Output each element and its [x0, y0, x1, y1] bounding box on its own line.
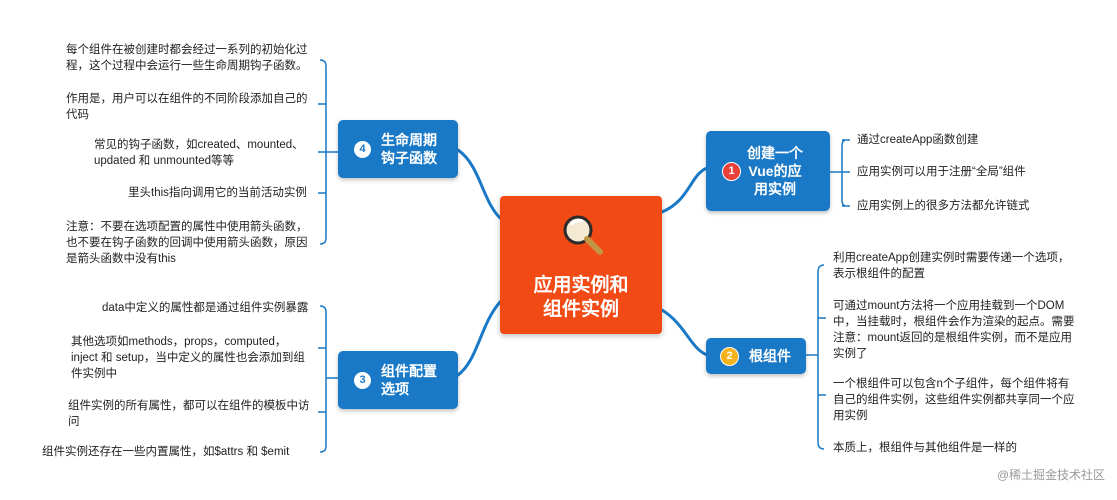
number-badge-4: 4	[354, 140, 371, 158]
leaf-b3-1[interactable]: data中定义的属性都是通过组件实例暴露	[102, 302, 309, 314]
leaf-b3-3[interactable]: 组件实例的所有属性，都可以在组件的模板中访 问	[68, 400, 310, 428]
branch-create-app-label: 创建一个 Vue的应 用实例	[747, 145, 803, 197]
magnifier-icon	[563, 215, 603, 255]
branch-component-options[interactable]: 3 组件配置 选项	[338, 351, 458, 409]
leaf-b4-3[interactable]: 常见的钩子函数，如created、mounted、 updated 和 unmo…	[94, 139, 304, 167]
leaf-b3-2[interactable]: 其他选项如methods，props，computed， inject 和 se…	[71, 336, 305, 380]
branch-root-component-label: 根组件	[749, 348, 791, 364]
leaf-b2-4[interactable]: 本质上，根组件与其他组件是一样的	[833, 442, 1017, 454]
leaf-b2-1[interactable]: 利用createApp创建实例时需要传递一个选项， 表示根组件的配置	[833, 252, 1070, 280]
connector-center-b3	[456, 300, 502, 377]
connector-center-b4	[456, 148, 502, 220]
leaf-b4-4[interactable]: 里头this指向调用它的当前活动实例	[128, 187, 307, 199]
leaf-b1-3[interactable]: 应用实例上的很多方法都允许链式	[857, 200, 1030, 212]
connector-center-b2	[660, 308, 709, 357]
bracket-b4	[318, 59, 338, 245]
leaf-b4-5[interactable]: 注意：不要在选项配置的属性中使用箭头函数， 也不要在钩子函数的回调中使用箭头函数…	[66, 221, 308, 265]
bracket-b1	[830, 139, 850, 207]
connector-center-b1	[660, 166, 709, 214]
branch-lifecycle-hooks[interactable]: 4 生命周期 钩子函数	[338, 120, 458, 178]
bracket-b3	[318, 305, 338, 453]
central-topic[interactable]: 应用实例和 组件实例	[500, 196, 662, 334]
leaf-b4-1[interactable]: 每个组件在被创建时都会经过一系列的初始化过 程，这个过程中会运行一些生命周期钩子…	[66, 44, 308, 72]
bracket-b2	[806, 264, 826, 450]
number-badge-1: 1	[722, 161, 741, 181]
branch-component-options-label: 组件配置 选项	[381, 363, 437, 397]
branch-lifecycle-hooks-label: 生命周期 钩子函数	[381, 132, 437, 166]
branch-create-app[interactable]: 1 创建一个 Vue的应 用实例	[706, 131, 830, 211]
watermark: @稀土掘金技术社区	[996, 468, 1105, 482]
number-badge-3: 3	[354, 371, 371, 389]
leaf-b1-1[interactable]: 通过createApp函数创建	[857, 134, 979, 146]
leaf-b3-4[interactable]: 组件实例还存在一些内置属性，如$attrs 和 $emit	[42, 446, 290, 458]
central-title: 应用实例和 组件实例	[533, 275, 629, 320]
leaf-b4-2[interactable]: 作用是，用户可以在组件的不同阶段添加自己的 代码	[66, 93, 308, 121]
leaf-b2-3[interactable]: 一个根组件可以包含n个子组件，每个组件将有 自己的组件实例，这些组件实例都共享同…	[833, 378, 1075, 422]
number-badge-2: 2	[720, 346, 739, 366]
leaf-b2-2[interactable]: 可通过mount方法将一个应用挂载到一个DOM 中，当挂载时，根组件会作为渲染的…	[833, 300, 1075, 360]
branch-root-component[interactable]: 2 根组件	[706, 338, 806, 374]
leaf-b1-2[interactable]: 应用实例可以用于注册“全局”组件	[857, 166, 1026, 178]
